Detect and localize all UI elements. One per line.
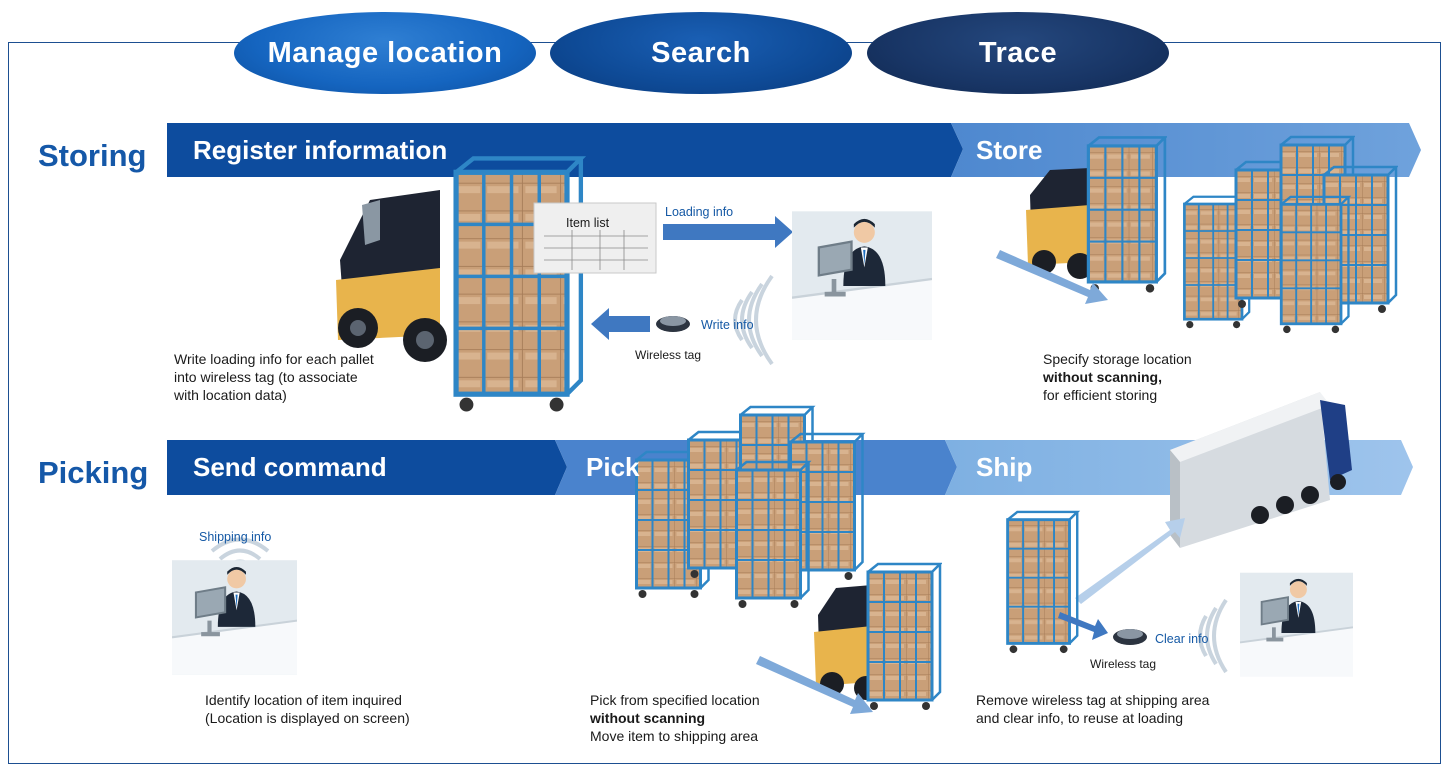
band-ship: Ship [976, 452, 1033, 482]
operator-storing [792, 210, 932, 341]
note-bold: without scanning, [1043, 369, 1162, 385]
oval-trace: Trace [867, 12, 1169, 94]
note-pick: Pick from specified location without sca… [590, 691, 760, 745]
item-list-title: Item list [566, 216, 610, 230]
band-register-bg [167, 123, 963, 177]
loading-info-arrow [663, 216, 793, 248]
forklift-illustration [336, 190, 447, 362]
band-pick: Pick [586, 452, 640, 482]
wireless-tag-icon-1 [656, 316, 690, 332]
oval-search: Search [550, 12, 852, 94]
note-line: for efficient storing [1043, 387, 1158, 403]
oval-label: Search [651, 36, 751, 69]
wireless-tag-label-2: Wireless tag [1090, 657, 1157, 671]
band-register-information: Register information [193, 134, 448, 165]
shipping-info-label: Shipping info [199, 530, 272, 544]
band-send-command: Send command [193, 452, 387, 482]
note-ship: Remove wireless tag at shipping area and… [976, 691, 1209, 727]
clear-arrow [1058, 612, 1108, 640]
note-line: Remove wireless tag at shipping area [976, 692, 1210, 708]
note-line: with location data) [174, 387, 287, 403]
cage-storing [456, 158, 581, 411]
oval-label: Manage location [267, 36, 503, 69]
note-line: Write loading info for each pallet [174, 351, 374, 367]
write-info-arrow [591, 308, 650, 340]
wireless-tag-label-1: Wireless tag [635, 348, 702, 362]
row-label-picking: Picking [38, 455, 149, 490]
truck-illustration [1170, 392, 1352, 548]
radio-waves-1 [733, 274, 774, 366]
note-send-command: Identify location of item inquired (Loca… [205, 691, 410, 727]
operator-picking [172, 560, 297, 675]
note-line: and clear info, to reuse at loading [976, 710, 1184, 726]
note-line: Identify location of item inquired [205, 692, 402, 708]
pick-arrow [756, 656, 873, 714]
loading-info-label: Loading info [665, 205, 734, 219]
note-bold: without scanning [590, 710, 706, 726]
pick-forklift [814, 585, 878, 700]
item-list-sheet [533, 202, 657, 274]
wireless-tag-icon-2 [1113, 629, 1147, 645]
note-line: Pick from specified location [590, 692, 760, 708]
radio-waves-3 [1198, 598, 1228, 674]
row-label-storing: Storing [38, 138, 147, 173]
band-send-bg [167, 440, 567, 495]
note-register: Write loading info for each pallet into … [174, 350, 374, 404]
note-line: Move item to shipping area [590, 728, 759, 744]
ship-arrow [1075, 518, 1185, 604]
oval-label: Trace [978, 36, 1058, 69]
note-line: into wireless tag (to associate [174, 369, 358, 385]
write-info-label: Write info [701, 318, 754, 332]
note-line: (Location is displayed on screen) [205, 710, 410, 726]
store-arrow [996, 250, 1108, 304]
clear-info-label: Clear info [1155, 632, 1209, 646]
note-line: Specify storage location [1043, 351, 1192, 367]
operator-ship [1240, 572, 1353, 677]
note-store: Specify storage location without scannin… [1043, 350, 1192, 404]
band-store: Store [976, 134, 1043, 165]
store-forklift [1026, 168, 1093, 279]
oval-manage-location: Manage location [234, 12, 536, 94]
